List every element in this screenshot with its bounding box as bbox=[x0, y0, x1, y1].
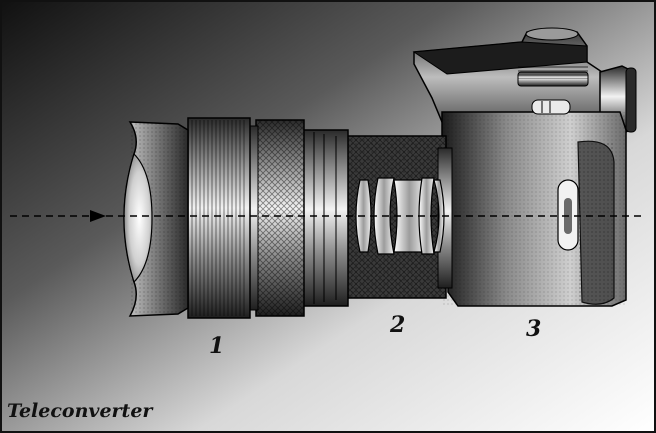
camera-body bbox=[412, 27, 637, 307]
label-lens: 1 bbox=[209, 333, 225, 359]
teleconverter-body bbox=[345, 135, 453, 299]
label-teleconverter: 2 bbox=[390, 312, 406, 338]
optical-axis bbox=[10, 210, 642, 222]
figure-caption: Teleconverter bbox=[7, 400, 153, 422]
lens-assembly bbox=[123, 117, 349, 319]
label-camera: 3 bbox=[526, 316, 542, 342]
arrowhead-icon bbox=[90, 210, 106, 222]
